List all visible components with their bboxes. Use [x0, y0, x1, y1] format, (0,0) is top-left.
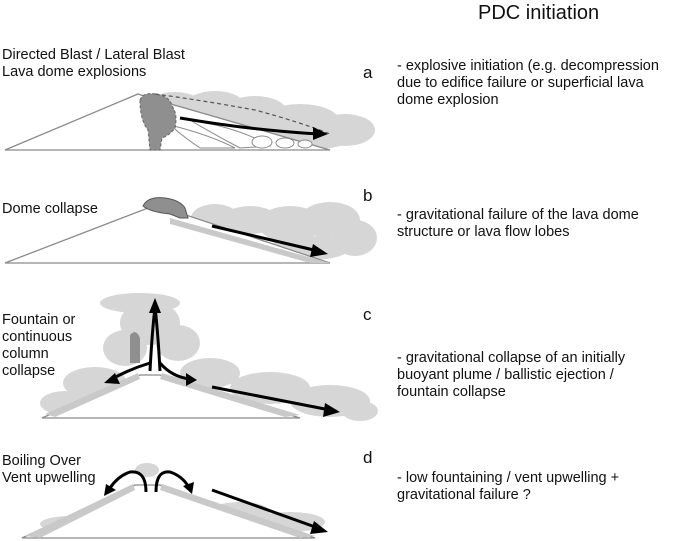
- panel-b-description: - gravitational failure of the lava dome…: [397, 207, 639, 240]
- panel-d-flow-arrowhead: [310, 521, 328, 534]
- panel-a-blast-fans: [169, 119, 313, 149]
- panel-b-letter: b: [363, 186, 373, 205]
- panel-c-flow-arrowhead: [323, 403, 340, 417]
- panel-d-flow-layer-right: [160, 484, 315, 538]
- panel-a-description: - explosive initiation (e.g. decompressi…: [397, 58, 659, 108]
- panel-a-diagram: [4, 91, 375, 151]
- panel-a-label: Directed Blast / Lateral Blast Lava dome…: [2, 47, 185, 80]
- panel-c-ash-cloud: [40, 293, 378, 421]
- panel-b-dome: [142, 197, 189, 219]
- panel-d-diagram: [21, 463, 328, 539]
- panel-d-letter: d: [363, 448, 373, 467]
- panel-c-description: - gravitational collapse of an initially…: [397, 350, 626, 400]
- panel-c-letter: c: [363, 305, 372, 324]
- panel-a-letter: a: [363, 63, 373, 82]
- panel-a-arrowhead: [313, 127, 328, 140]
- panel-d-right-loop-arrow: [154, 470, 190, 493]
- panel-c-flow-arrow: [211, 385, 331, 412]
- panel-a-blast-front: [154, 93, 331, 135]
- panel-d-flow-arrow: [211, 488, 319, 530]
- panel-d-label: Boiling Over Vent upwelling: [2, 453, 96, 486]
- panel-a-dome: [139, 93, 177, 151]
- panel-d-left-loop-arrowhead: [104, 484, 116, 496]
- panel-b-arrowhead: [310, 244, 328, 257]
- panel-b-label: Dome collapse: [2, 201, 98, 217]
- panel-b-flow-layer: [170, 218, 330, 263]
- panel-c-label: Fountain or continuous column collapse: [2, 312, 76, 379]
- panel-c-diagram: [40, 293, 378, 421]
- panel-d-flow-layer-left: [25, 484, 135, 538]
- panel-b-flow-arrow: [211, 224, 319, 253]
- panel-c-flow-layer-right: [160, 373, 300, 417]
- panel-d-description: - low fountaining / vent upwelling + gra…: [397, 470, 620, 503]
- panel-a-flow-arrow: [179, 116, 319, 136]
- panel-d-right-loop-arrowhead: [183, 482, 194, 494]
- panel-c-left-arrowhead: [104, 373, 120, 384]
- panel-c-collapse-plume: [130, 332, 140, 363]
- panel-c-fountain-arrowhead: [149, 298, 161, 313]
- panel-b-diagram: [4, 197, 377, 264]
- panel-c-right-arrowhead: [186, 373, 197, 386]
- panel-d-left-loop-arrow: [108, 470, 148, 493]
- page-title: PDC initiation: [478, 2, 600, 24]
- panel-c-flow-layer-left: [45, 373, 140, 417]
